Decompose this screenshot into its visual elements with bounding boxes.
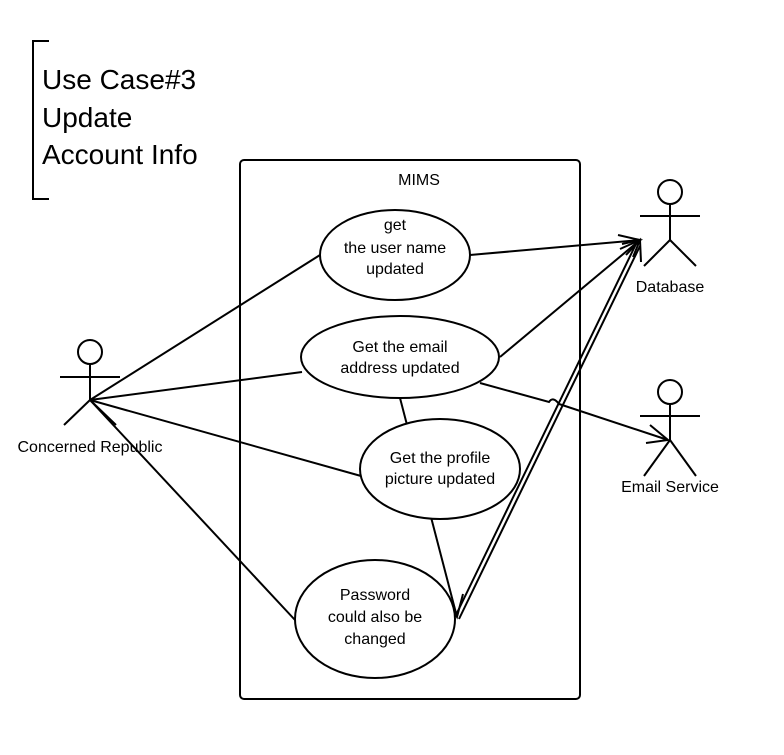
note-bracket bbox=[32, 40, 49, 200]
use-case-username: get the user name updated bbox=[319, 209, 471, 301]
actor-email-service-leg-left bbox=[643, 439, 671, 477]
use-case-picture-line-1: Get the profile bbox=[390, 450, 491, 467]
association-actor-picture bbox=[89, 399, 362, 477]
use-case-password-ellipse bbox=[294, 559, 456, 679]
actor-email-service-label: Email Service bbox=[621, 479, 719, 496]
use-case-password-line-3: changed bbox=[344, 631, 405, 648]
email-service-arrow bbox=[479, 382, 671, 444]
association-actor-password bbox=[89, 399, 296, 621]
use-case-picture-ellipse bbox=[359, 418, 521, 520]
arrow-password-database-b bbox=[458, 245, 641, 620]
association-actor-username bbox=[89, 254, 321, 401]
use-case-email-line-1: Get the email bbox=[352, 339, 447, 356]
actor-email-service bbox=[640, 379, 700, 477]
system-boundary: MIMS bbox=[239, 159, 581, 700]
note-line-2: Update bbox=[42, 102, 132, 133]
use-case-email-ellipse bbox=[300, 315, 500, 399]
actor-concerned-republic bbox=[60, 339, 120, 426]
arrow-email-database bbox=[499, 239, 641, 358]
use-case-password: Password could also be changed bbox=[294, 559, 456, 679]
use-case-email: Get the email address updated bbox=[300, 315, 500, 399]
actor-concerned-republic-leg-right bbox=[89, 399, 117, 426]
use-case-password-line-1: Password bbox=[340, 587, 410, 604]
actor-email-service-leg-right bbox=[669, 439, 697, 477]
actor-email-service-head bbox=[657, 379, 683, 405]
database-arrows bbox=[454, 234, 644, 620]
actor-database bbox=[640, 179, 700, 267]
system-name: MIMS bbox=[398, 172, 440, 189]
use-case-username-line-3: updated bbox=[366, 261, 424, 278]
arrow-password-database-a bbox=[454, 243, 637, 618]
note-line-1: Use Case#3 bbox=[42, 64, 196, 95]
association-actor-email bbox=[89, 371, 303, 401]
use-case-picture: Get the profile picture updated bbox=[359, 418, 521, 520]
actor-database-leg-right bbox=[669, 239, 697, 267]
arrowhead-password-database bbox=[625, 237, 642, 263]
arrow-username-database bbox=[469, 239, 641, 256]
actor-database-leg-left bbox=[643, 239, 671, 267]
use-case-username-line-2: the user name bbox=[344, 240, 446, 257]
use-case-username-line-1: get bbox=[384, 217, 407, 234]
note-line-3: Account Info bbox=[42, 139, 198, 170]
arrow-email-emailservice bbox=[479, 382, 669, 441]
actor-database-head bbox=[657, 179, 683, 205]
actor-concerned-republic-label: Concerned Republic bbox=[18, 439, 163, 456]
use-case-email-line-2: address updated bbox=[340, 360, 459, 377]
use-case-note: Use Case#3 Update Account Info bbox=[32, 40, 198, 200]
use-case-picture-line-2: picture updated bbox=[385, 471, 495, 488]
actor-database-label: Database bbox=[636, 279, 705, 296]
use-case-password-line-2: could also be bbox=[328, 609, 422, 626]
system-boundary-box bbox=[239, 159, 581, 700]
actor-concerned-republic-leg-left bbox=[63, 399, 91, 426]
use-case-username-ellipse bbox=[319, 209, 471, 301]
actor-concerned-republic-head bbox=[77, 339, 103, 365]
associations bbox=[89, 254, 362, 621]
arrowhead-email-emailservice bbox=[645, 424, 671, 444]
